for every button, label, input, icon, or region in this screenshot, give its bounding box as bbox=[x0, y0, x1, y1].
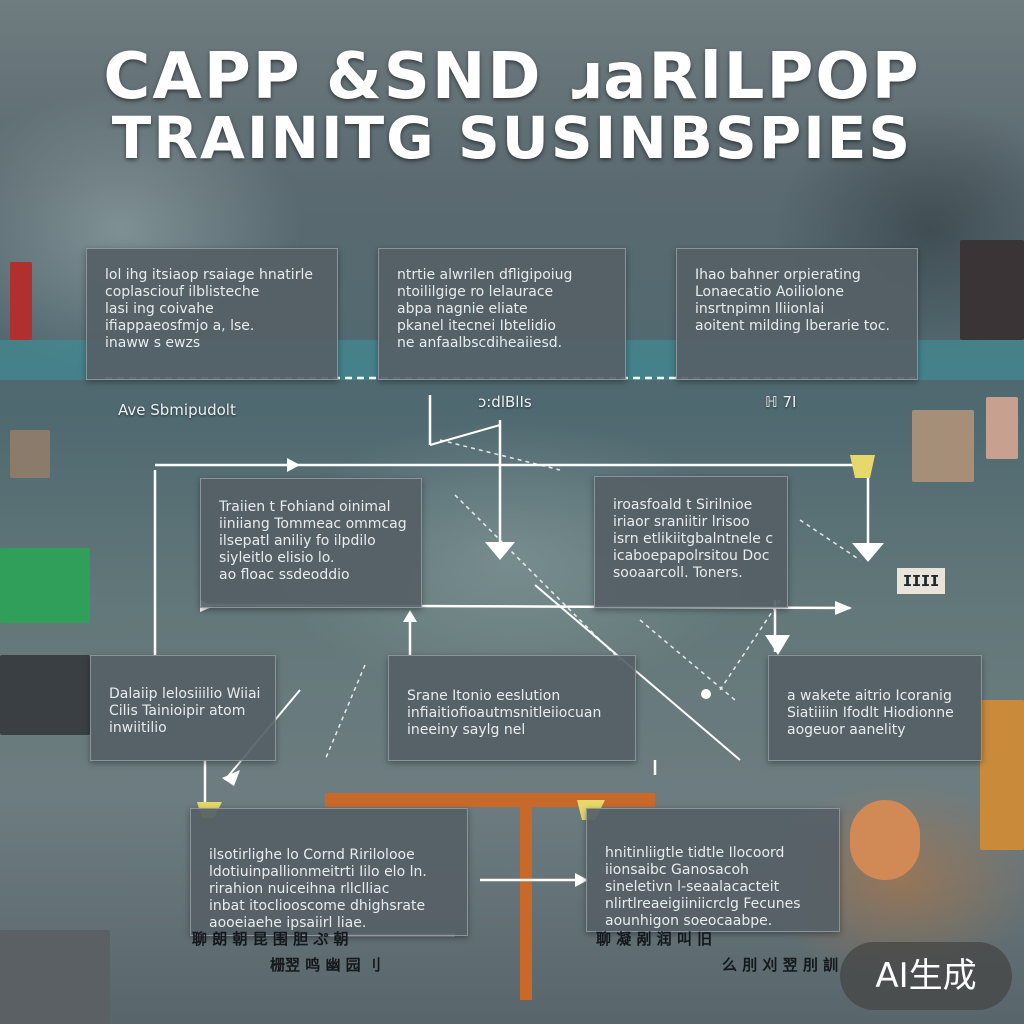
box-line: abpa nagnie eliate bbox=[397, 301, 528, 317]
box-line: Ihao bahner orpierating bbox=[695, 267, 861, 283]
frame-right bbox=[912, 410, 974, 482]
ai-generated-badge: AI生成 bbox=[840, 942, 1012, 1010]
label-bottom-left-2: 栅翌 鸣 幽 园 刂 bbox=[270, 956, 381, 974]
orange-shelf bbox=[325, 793, 655, 807]
box-bottom-left: ilsotirlighe lo Cornd Ririlolooe ldotiui… bbox=[190, 808, 468, 936]
arrow-right-middle bbox=[835, 601, 852, 615]
arrow-down-center bbox=[485, 542, 515, 560]
arrow-right-bottom bbox=[575, 873, 588, 887]
box-line: inbat itocliooscome dhighsrate bbox=[209, 898, 426, 914]
box-line: ilsotirlighe lo Cornd Ririlolooe bbox=[209, 847, 415, 863]
box-line: lasi ing coivahe bbox=[105, 301, 214, 317]
box-line: ldotiuinpallionmeitrti Iilo elo ln. bbox=[209, 864, 427, 880]
box-line: a wakete aitrio Icoranig bbox=[787, 688, 952, 704]
cabinet-right bbox=[980, 700, 1024, 850]
shelf-right bbox=[960, 240, 1024, 340]
box-line: sooaarcoll. Toners. bbox=[613, 565, 743, 581]
box-line: insrtnpimn lliionlai bbox=[695, 301, 825, 317]
box-line: ineeiny saylg nel bbox=[407, 722, 526, 738]
box-mid-right: iroasfoald t Sirilnioe iriaor sraniitir … bbox=[594, 476, 788, 608]
title-line-1: CAPP &SND ɹaRlLPOP bbox=[103, 40, 921, 114]
box-line: iiniiang Tommeac ommcage bbox=[219, 516, 407, 532]
box-line: hnitinliigtle tidtle Ilocoord bbox=[605, 845, 785, 861]
label-right-top: ℍ 7I bbox=[765, 393, 797, 411]
box-line: Traiien t Fohiand oinimal bbox=[219, 499, 391, 515]
orange-post bbox=[520, 800, 532, 1000]
diagonal-link-top bbox=[429, 424, 501, 446]
dashed-link-2 bbox=[454, 494, 621, 661]
box-line: iionsaibc Ganosacoh bbox=[605, 862, 749, 878]
label-center-top: ɔ:dlBlIs bbox=[478, 393, 532, 411]
box-line: Siatiiiin Ifodlt Hiodionne bbox=[787, 705, 954, 721]
box-line: aooeiaehe ipsaiirl liae. bbox=[209, 915, 367, 931]
box-top-right: Ihao bahner orpierating Lonaecatio Aoili… bbox=[676, 248, 918, 380]
box-line: ntrtie alwrilen dfligipoiug bbox=[397, 267, 573, 283]
box-line: ao floac ssdeoddio bbox=[219, 567, 350, 583]
box-line: aogeuor aanelity bbox=[787, 722, 906, 738]
box-line: lol ihg itsiaop rsaiage hnatirle bbox=[105, 267, 313, 283]
dashed-link-6 bbox=[719, 599, 781, 691]
box-line: Cilis Tainioipir atom bbox=[109, 703, 246, 719]
box-line: isrn etlikiitgbalntnele cao bbox=[613, 531, 773, 547]
box-line: inaww s ewzs bbox=[105, 335, 201, 351]
box-line: iriaor sraniitir lrisoo bbox=[613, 514, 750, 530]
box-line: siyleitlo elisio lo. bbox=[219, 550, 335, 566]
box-lower-left: Dalaiip lelosiiilio Wiiaiion Cilis Taini… bbox=[90, 655, 276, 761]
box-line: ne anfaalbscdiheaiiesd. bbox=[397, 335, 563, 351]
box-line: nlirtlreaeigiiniicrclg Fecunes bbox=[605, 896, 801, 912]
box-bottom-right: hnitinliigtle tidtle Ilocoord iionsaibc … bbox=[586, 808, 840, 932]
dashed-link-5 bbox=[324, 664, 366, 761]
frame-left bbox=[10, 430, 50, 478]
box-top-left: lol ihg itsiaop rsaiage hnatirle coplasc… bbox=[86, 248, 338, 380]
box-line: Lonaecatio Aoiliolone bbox=[695, 284, 844, 300]
box-line: icaboepapolrsitou Doc bbox=[613, 548, 770, 564]
box-line: pkanel itecnei Ibtelidio bbox=[397, 318, 556, 334]
arrow-down-right bbox=[852, 543, 884, 562]
dashed-link-3 bbox=[799, 519, 861, 561]
poster-right bbox=[986, 397, 1018, 459]
box-line: ilsepatl aniliy fo ilpdilo bbox=[219, 533, 376, 549]
box-lower-right: a wakete aitrio Icoranig Siatiiiin Ifodl… bbox=[768, 655, 982, 761]
diagonal-link-right bbox=[534, 584, 741, 761]
red-book bbox=[10, 262, 32, 340]
box-line: aounhigon soeocaabpe. bbox=[605, 913, 773, 929]
node-dot bbox=[701, 689, 711, 699]
box-line: coplasciouf ilblisteche bbox=[105, 284, 260, 300]
label-left-side: Ave Sbmipudolt bbox=[118, 401, 236, 419]
box-line: Srane Itonio eeslution bbox=[407, 688, 561, 704]
box-line: ntoililgige ro lelaurace bbox=[397, 284, 554, 300]
arrow-right-top bbox=[287, 458, 300, 472]
label-bottom-right-1: 聊 凝 剐 润 叫 旧 bbox=[596, 930, 713, 948]
label-bottom-left-1: 聊 朗 朝 昆 围 胆 ぷ 朝 bbox=[192, 930, 349, 948]
green-note bbox=[0, 548, 90, 623]
box-line: Dalaiip lelosiiilio Wiiaiion bbox=[109, 686, 261, 702]
box-line: rirahion nuiceihna rllclliac bbox=[209, 881, 390, 897]
box-top-center: ntrtie alwrilen dfligipoiug ntoililgige … bbox=[378, 248, 626, 380]
box-lower-center: Srane Itonio eeslution infiaitiofioautms… bbox=[388, 655, 636, 761]
label-bottom-right-2: 么 刖 刈 翌 刖 訓 bbox=[722, 956, 839, 974]
arrow-left-lower bbox=[222, 770, 240, 786]
arrow-up-center bbox=[403, 610, 417, 622]
title-line-2: TRAINITG SUSINBSPIES bbox=[111, 104, 913, 172]
box-line: ifiappaeosfmjo a, lse. bbox=[105, 318, 255, 334]
label-right-mid: ⵊⵊⵊⵊ bbox=[897, 568, 946, 594]
box-line: iroasfoald t Sirilnioe bbox=[613, 497, 753, 513]
box-line: aoitent milding lberarie toc. bbox=[695, 318, 890, 334]
box-line: inwiitilio bbox=[109, 720, 167, 736]
yellow-marker-right bbox=[850, 455, 875, 478]
figure-orange bbox=[850, 800, 920, 880]
box-mid-left: Traiien t Fohiand oinimal iiniiang Tomme… bbox=[200, 478, 422, 608]
star-marker bbox=[765, 635, 790, 655]
monitor-left bbox=[0, 930, 110, 1024]
box-line: sineletivn l-seaalacacteit bbox=[605, 879, 780, 895]
box-line: infiaitiofioautmsnitleiiocuan bbox=[407, 705, 602, 721]
dark-panel-left bbox=[0, 655, 90, 735]
